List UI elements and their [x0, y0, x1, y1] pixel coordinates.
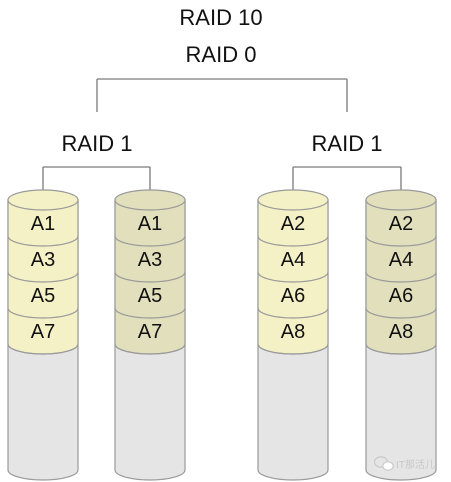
disk-top [7, 189, 79, 211]
data-block-label: A4 [281, 249, 305, 271]
data-block-label: A1 [138, 213, 162, 235]
watermark: IT那活儿 [373, 456, 435, 471]
disk-top [257, 189, 329, 211]
raid1-left-connector [42, 166, 151, 190]
disk-top [114, 189, 186, 211]
raid0-connector [96, 78, 348, 112]
raid0-title: RAID 0 [186, 42, 257, 67]
data-block-label: A3 [31, 249, 55, 271]
raid10-title: RAID 10 [179, 5, 262, 30]
data-block-label: A1 [31, 213, 55, 235]
raid1-left-label: RAID 1 [62, 131, 133, 156]
data-block-label: A7 [138, 321, 162, 343]
block-separator [114, 271, 186, 283]
block-separator [365, 271, 437, 283]
block-separator [7, 271, 79, 283]
block-separator [7, 307, 79, 319]
data-block-label: A3 [138, 249, 162, 271]
data-block-label: A8 [389, 321, 413, 343]
watermark-text: IT那活儿 [396, 459, 435, 471]
data-block-label: A6 [389, 285, 413, 307]
data-block-label: A4 [389, 249, 413, 271]
block-separator [365, 307, 437, 319]
disk-top [365, 189, 437, 211]
data-block-label: A2 [281, 213, 305, 235]
block-separator [257, 307, 329, 319]
raid1-right-label: RAID 1 [312, 131, 383, 156]
block-separator [365, 343, 437, 355]
raid1-right-connector [292, 166, 402, 190]
data-block-label: A7 [31, 321, 55, 343]
wechat-logo-icon [373, 456, 394, 471]
data-block-label: A8 [281, 321, 305, 343]
block-separator [257, 235, 329, 247]
data-block-label: A5 [138, 285, 162, 307]
block-separator [257, 271, 329, 283]
data-block-label: A5 [31, 285, 55, 307]
data-block-label: A2 [389, 213, 413, 235]
block-separator [365, 235, 437, 247]
block-separator [7, 343, 79, 355]
block-separator [114, 343, 186, 355]
data-block-label: A6 [281, 285, 305, 307]
block-separator [114, 307, 186, 319]
block-separator [114, 235, 186, 247]
block-separator [7, 235, 79, 247]
block-separator [257, 343, 329, 355]
